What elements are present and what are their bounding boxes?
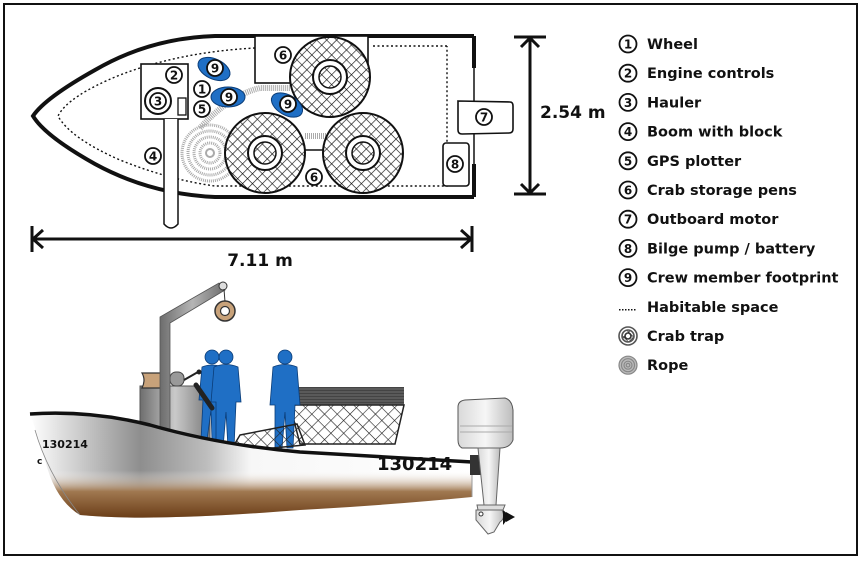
marker-label: 5 [198, 103, 206, 117]
legend-label: Wheel [647, 37, 698, 53]
legend-item: 4 Boom with block [618, 122, 783, 142]
circled-3-icon: 3 [618, 93, 638, 112]
outboard-motor-side [457, 397, 515, 535]
marker-label: 4 [149, 150, 157, 164]
marker-label: 2 [170, 69, 178, 83]
crab-trap-icon [618, 326, 638, 346]
marker-8: 8 [446, 155, 464, 173]
legend-label: Hauler [647, 95, 702, 111]
legend-label: Outboard motor [647, 212, 779, 228]
marker-label: 6 [279, 49, 287, 63]
crew-member [210, 349, 242, 449]
legend-label: Crew member footprint [647, 271, 839, 287]
circled-1-icon: 1 [618, 34, 638, 54]
legend-label: Crab trap [647, 329, 724, 345]
circled-6-icon: 6 [618, 180, 638, 200]
marker-5: 5 [193, 100, 211, 118]
marker-3: 3 [149, 92, 167, 110]
marker-label: 9 [225, 91, 233, 105]
marker-label: 3 [154, 95, 162, 109]
marker-2: 2 [165, 66, 183, 84]
legend-item: Habitable space [619, 300, 779, 316]
marker-4: 4 [144, 147, 162, 165]
crab-trap-3 [322, 112, 404, 194]
svg-text:4: 4 [624, 125, 632, 139]
marker-label: 9 [284, 98, 292, 112]
legend-item: Crab trap [618, 326, 724, 346]
legend-item: 6 Crab storage pens [618, 180, 797, 200]
legend-item: 5 GPS plotter [618, 151, 742, 171]
circled-2-icon: 2 [618, 63, 638, 83]
legend-item: 7 Outboard motor [618, 209, 779, 229]
width-dimension: 2.54 m [514, 35, 606, 196]
crab-trap-2 [224, 112, 306, 194]
bow-hook: ᴄ [37, 457, 42, 467]
legend-label: Crab storage pens [647, 183, 797, 199]
svg-text:2: 2 [624, 67, 632, 81]
legend-label: GPS plotter [647, 154, 742, 170]
marker-6: 6 [305, 168, 323, 186]
marker-label: 6 [310, 171, 318, 185]
svg-text:5: 5 [624, 154, 632, 168]
svg-text:7: 7 [624, 213, 632, 227]
svg-text:9: 9 [624, 271, 632, 285]
legend-label: Engine controls [647, 66, 774, 82]
circled-8-icon: 8 [618, 238, 638, 258]
legend: 1 Wheel 2 Engine controls 3 Hauler 4 Boom with … [618, 34, 839, 375]
side-hull-number: 130214 [377, 454, 452, 475]
propeller [503, 510, 515, 525]
svg-text:3: 3 [624, 96, 632, 110]
marker-label: 8 [451, 158, 459, 172]
length-dimension: 7.11 m [30, 226, 474, 271]
legend-item: 9 Crew member footprint [618, 268, 839, 288]
svg-text:1: 1 [624, 38, 632, 52]
legend-label: Rope [647, 358, 689, 374]
marker-7: 7 [475, 108, 493, 126]
marker-9: 9 [220, 88, 238, 106]
legend-item: 1 Wheel [618, 34, 698, 54]
gunwale [29, 411, 473, 464]
marker-label: 7 [480, 111, 488, 125]
legend-label: Bilge pump / battery [647, 241, 816, 257]
rope-coil-icon [618, 355, 638, 375]
legend-item: Rope [618, 355, 689, 375]
legend-item: 8 Bilge pump / battery [618, 238, 816, 258]
gps-plotter-shape [177, 97, 187, 116]
stacked-traps [289, 387, 405, 445]
legend-item: 2 Engine controls [618, 63, 774, 83]
svg-text:8: 8 [624, 242, 632, 256]
marker-label: 1 [198, 83, 206, 97]
marker-1: 1 [193, 80, 211, 98]
width-label: 2.54 m [540, 103, 606, 123]
marker-9: 9 [206, 59, 224, 77]
boom-plan [163, 119, 179, 229]
circled-9-icon: 9 [618, 268, 638, 288]
circled-5-icon: 5 [618, 151, 638, 171]
legend-label: Boom with block [647, 125, 783, 141]
crab-trap-1 [289, 36, 371, 118]
length-label: 7.11 m [227, 251, 293, 271]
bow-hull-number: 130214 [42, 438, 88, 451]
legend-label: Habitable space [647, 300, 779, 316]
legend-item: 3 Hauler [618, 93, 702, 112]
svg-text:6: 6 [624, 184, 632, 198]
marker-9: 9 [279, 95, 297, 113]
side-view: 130214 ᴄ 130214 [29, 281, 515, 535]
marker-6: 6 [274, 46, 292, 64]
marker-label: 9 [211, 62, 219, 76]
circled-4-icon: 4 [618, 122, 638, 142]
circled-7-icon: 7 [618, 209, 638, 229]
